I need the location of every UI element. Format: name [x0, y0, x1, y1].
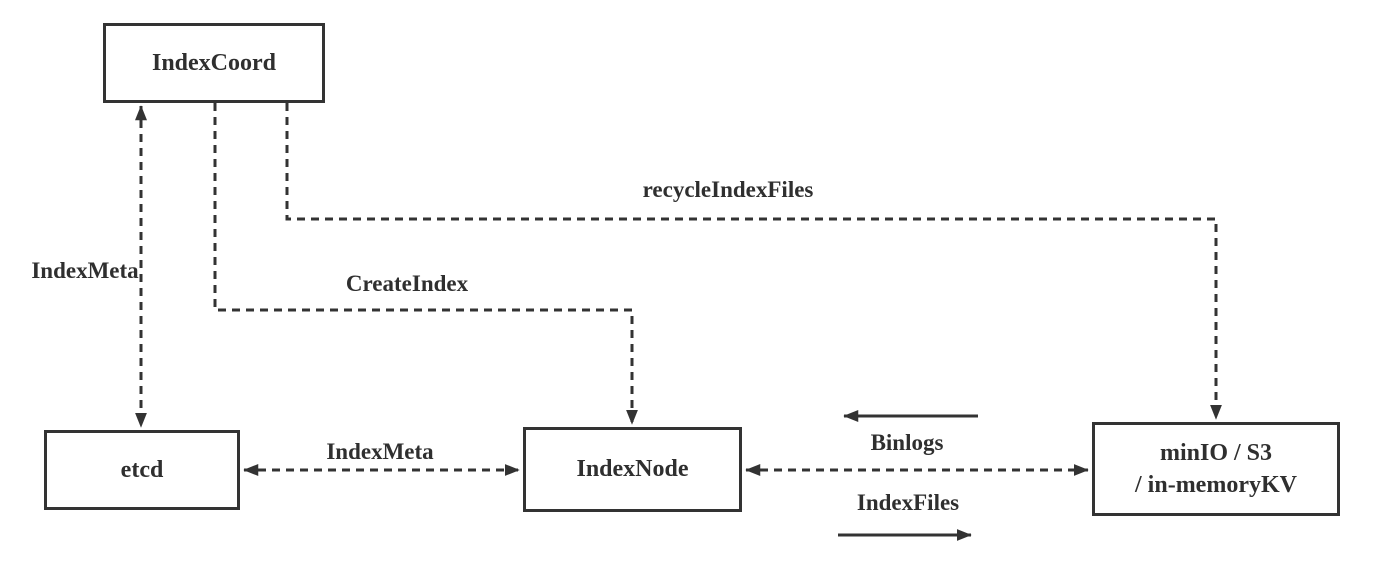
edge-label-binlogs: Binlogs	[870, 430, 944, 455]
edge-createindex	[213, 103, 638, 425]
edge-label-createindex: CreateIndex	[345, 271, 469, 296]
edge-recycleindexfiles	[285, 103, 1222, 420]
node-indexnode: IndexNode	[523, 427, 742, 512]
edge-label-indexfiles: IndexFiles	[856, 490, 960, 515]
node-indexnode-label: IndexNode	[576, 456, 689, 483]
edge-label-indexmeta-bottom: IndexMeta	[326, 439, 434, 464]
node-indexcoord: IndexCoord	[103, 23, 325, 103]
edge-label-recycleindexfiles: recycleIndexFiles	[642, 177, 814, 202]
edge-label-indexmeta-left: IndexMeta	[31, 258, 139, 283]
node-indexcoord-label: IndexCoord	[151, 49, 277, 76]
node-storage-label-line1: minIO / S3	[1159, 439, 1273, 466]
node-etcd-label: etcd	[120, 456, 164, 483]
node-storage-label-line2: / in-memoryKV	[1135, 472, 1297, 498]
node-etcd: etcd	[44, 430, 240, 510]
node-storage: minIO / S3 / in-memoryKV	[1092, 422, 1340, 516]
